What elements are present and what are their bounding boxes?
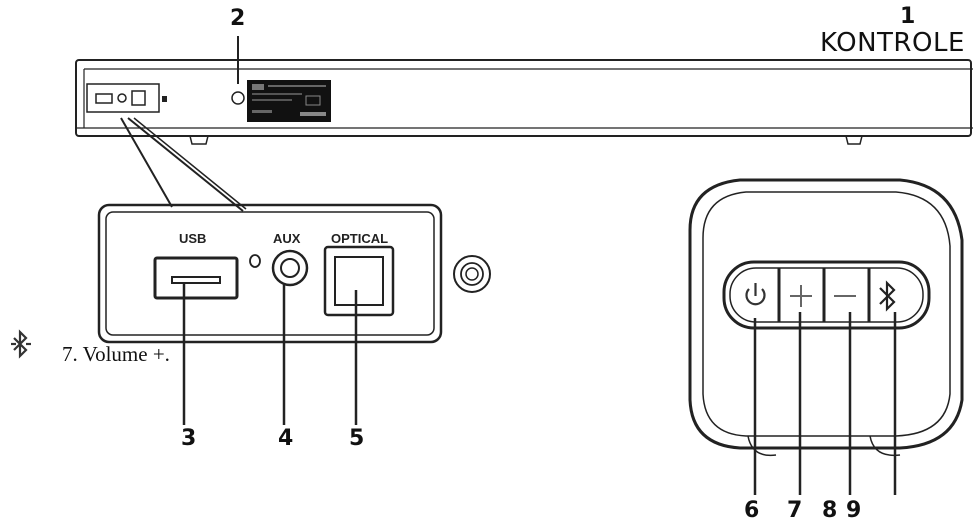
leader-panel-c — [133, 117, 247, 210]
mini-port-panel — [86, 83, 160, 113]
leader-panel-a — [120, 117, 173, 208]
connector-panel-outer — [97, 203, 443, 344]
callout-6: 6 — [744, 498, 760, 523]
button-bar-inner — [729, 267, 924, 323]
callout-9: 9 — [846, 498, 862, 523]
usb-port-tongue — [171, 276, 221, 284]
callout-4: 4 — [278, 426, 294, 451]
status-led — [249, 254, 261, 268]
soundbar-foot-left — [189, 135, 209, 145]
usb-label: USB — [179, 231, 207, 246]
bluetooth-icon — [879, 280, 896, 312]
callout-5: 5 — [349, 426, 365, 451]
control-pad-outer — [688, 178, 964, 450]
callout-8: 8 — [822, 498, 838, 523]
aux-jack-inner — [280, 258, 300, 278]
panel-screw-inner — [465, 267, 479, 281]
page-title: KONTROLE — [820, 28, 965, 58]
panel-screw-mid — [460, 262, 484, 286]
button-bar — [722, 260, 931, 330]
mini-dot — [162, 96, 167, 102]
power-icon — [745, 283, 766, 306]
caption-bluetooth-icon — [11, 329, 31, 359]
plus-icon — [790, 285, 812, 307]
callout-2: 2 — [230, 6, 246, 31]
optical-label: OPTICAL — [331, 231, 389, 246]
usb-port — [153, 256, 239, 300]
callout-3: 3 — [181, 426, 197, 451]
mount-screw — [231, 91, 245, 105]
panel-screw-outer — [453, 255, 491, 293]
callout-7: 7 — [787, 498, 803, 523]
control-pad-inner — [702, 191, 951, 437]
soundbar-foot-right — [845, 135, 863, 145]
mini-usb — [95, 93, 113, 104]
callout-1: 1 — [900, 4, 916, 29]
aux-jack-outer — [271, 249, 309, 287]
rating-label — [247, 80, 331, 122]
optical-port-outer — [323, 245, 395, 317]
mini-aux — [117, 93, 127, 103]
leader-panel-b — [127, 117, 244, 212]
control-pad-tab-left — [747, 435, 777, 457]
soundbar-body — [75, 59, 972, 137]
caption-text: 7. Volume +. — [62, 342, 170, 366]
optical-port-inner — [334, 256, 384, 306]
connector-panel-inner — [105, 211, 435, 336]
aux-label: AUX — [273, 231, 301, 246]
mini-optical — [131, 90, 146, 106]
